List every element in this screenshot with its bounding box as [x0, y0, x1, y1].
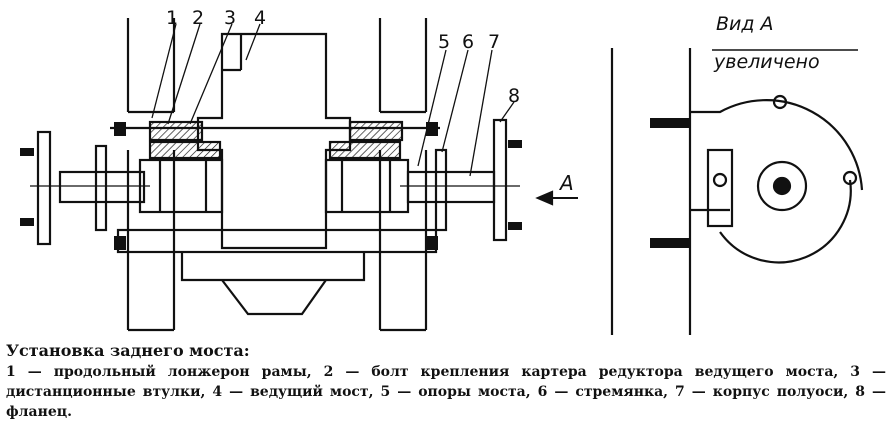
view-a-shaft: [756, 160, 808, 212]
callout-labels: 1 2 3 4 5 6 7 8 A: [166, 7, 574, 195]
callout-8: 8: [508, 85, 520, 107]
callout-2: 2: [192, 7, 204, 29]
callout-7: 7: [488, 31, 500, 53]
right-stirrup: [434, 148, 448, 232]
left-spacer-bushings: [148, 120, 204, 142]
front-view: [20, 18, 578, 332]
right-flange: [492, 118, 508, 242]
callout-3: 3: [224, 7, 236, 29]
right-frame-member: [378, 18, 428, 332]
right-spacer-bushings: [348, 120, 404, 142]
caption-text: 1 — продольный лонжерон рамы, 2 — болт к…: [6, 364, 886, 420]
left-flange: [36, 130, 52, 246]
callout-1: 1: [166, 7, 178, 29]
callout-5: 5: [438, 31, 450, 53]
view-a-title: Вид А: [716, 13, 774, 35]
caption-title: Установка заднего моста:: [6, 341, 250, 360]
drive-axle-housing: [196, 32, 352, 250]
view-a-housing: [690, 99, 864, 191]
view-arrow-label: A: [558, 171, 574, 195]
right-axle-support: [324, 158, 410, 214]
callout-4: 4: [254, 7, 266, 29]
view-a: [610, 48, 864, 335]
left-stirrup: [94, 144, 108, 232]
left-frame-member: [126, 18, 176, 332]
callout-6: 6: [462, 31, 474, 53]
axle-installation-drawing: 1 2 3 4 5 6 7 8 A Вид А увеличено: [20, 7, 864, 335]
view-a-heading: Вид А увеличено: [713, 13, 820, 73]
left-axle-support: [138, 158, 224, 214]
figure-caption: Установка заднего моста: 1 — продольный …: [6, 341, 886, 422]
right-half-axle-housing: [406, 170, 496, 204]
view-a-subtitle: увеличено: [713, 51, 820, 73]
left-half-axle-housing: [58, 170, 146, 204]
